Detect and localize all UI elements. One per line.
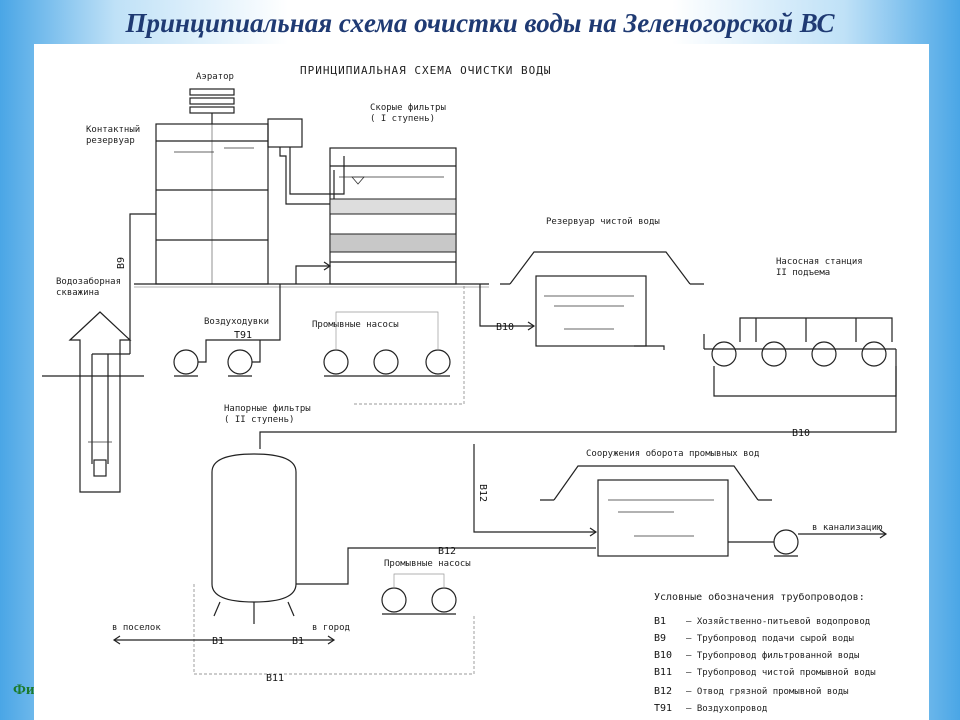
- pipe-b12-v-label: B12: [477, 484, 488, 502]
- pump-station-ii: [259, 317, 897, 449]
- pipe-b9: [129, 213, 156, 354]
- legend-text: – Воздухопровод: [686, 704, 767, 714]
- intake-well: [68, 311, 132, 493]
- legend-code: B12: [654, 686, 672, 697]
- wash-water-recycling: [540, 465, 774, 557]
- legend-code: T91: [654, 703, 672, 714]
- wash-pumps-top-label: Промывные насосы: [312, 320, 399, 330]
- pipe-b1-left-label: B1: [212, 636, 224, 647]
- to-settlement-label: в поселок: [112, 623, 161, 633]
- contact-reservoir: [155, 123, 269, 285]
- scheme-heading: ПРИНЦИПИАЛЬНАЯ СХЕМА ОЧИСТКИ ВОДЫ: [300, 64, 552, 77]
- pipe-b11-label: B11: [266, 673, 284, 684]
- pipe-b1-right-label: B1: [292, 636, 304, 647]
- sewer-pump: [773, 529, 888, 557]
- fast-filters-label-2: ( I ступень): [370, 114, 435, 124]
- wash-pumps-top: [323, 284, 465, 405]
- clean-water-reservoir-label: Резервуар чистой воды: [546, 217, 660, 227]
- blowers: [173, 284, 281, 377]
- pipe-b12-horizontal: [296, 547, 596, 585]
- wash-pumps-bottom-label: Промывные насосы: [384, 559, 471, 569]
- fast-filters: [329, 147, 457, 285]
- wash-recycling-label: Сооружения оборота промывных вод: [586, 448, 759, 459]
- legend-text: – Трубопровод подачи сырой воды: [686, 633, 854, 644]
- fast-filters-label-1: Скорые фильтры: [370, 103, 446, 113]
- legend-text: – Трубопровод чистой промывной воды: [686, 667, 876, 678]
- pipe-b10-b-label: B10: [792, 428, 810, 439]
- wash-pumps-bottom: [193, 573, 475, 675]
- scheme-scan: ПРИНЦИПИАЛЬНАЯ СХЕМА ОЧИСТКИ ВОДЫ Аэрато…: [34, 44, 929, 720]
- slide-title: Принципиальная схема очистки воды на Зел…: [125, 8, 835, 38]
- pipe-b10-a-label: B10: [496, 322, 514, 333]
- legend-text: – Трубопровод фильтрованной воды: [686, 650, 859, 661]
- legend: Условные обозначения трубопроводов: B1 –…: [654, 591, 876, 714]
- aerator-label: Аэратор: [196, 72, 234, 82]
- pipe-b10-a: [479, 284, 534, 327]
- water-treatment-scheme: ПРИНЦИПИАЛЬНАЯ СХЕМА ОЧИСТКИ ВОДЫ Аэрато…: [42, 64, 897, 714]
- clean-water-reservoir: [500, 251, 704, 350]
- footer-label: Фи: [13, 682, 35, 698]
- legend-title: Условные обозначения трубопроводов:: [654, 591, 865, 603]
- pipe-b12-vertical: [473, 444, 596, 533]
- legend-text: – Хозяйственно-питьевой водопровод: [686, 617, 870, 627]
- pump-station-label-1: Насосная станция: [776, 257, 863, 267]
- overflow-box: [267, 118, 303, 148]
- pressure-filters-label-2: ( II ступень): [224, 415, 294, 425]
- to-sewer-label: в канализацию: [812, 523, 883, 533]
- legend-code: B1: [654, 616, 666, 627]
- pump-station-label-2: II подъема: [776, 268, 830, 278]
- contact-reservoir-label-1: Контактный: [86, 125, 140, 135]
- legend-code: B9: [654, 633, 666, 644]
- legend-code: B10: [654, 650, 672, 661]
- pipe-b9-label: B9: [116, 257, 127, 269]
- blowers-label: Воздуходувки: [204, 317, 269, 327]
- legend-code: B11: [654, 667, 672, 678]
- contact-reservoir-label-2: резервуар: [86, 136, 135, 146]
- aerator: [189, 88, 235, 124]
- intake-well-label-2: скважина: [56, 288, 99, 298]
- intake-well-label-1: Водозаборная: [56, 276, 121, 287]
- pressure-filter-tank: [211, 453, 297, 624]
- legend-text: – Отвод грязной промывной воды: [686, 687, 849, 697]
- to-city-label: в город: [312, 623, 350, 633]
- pressure-filters-label-1: Напорные фильтры: [224, 404, 311, 414]
- pipe-to-fast-filters: [295, 265, 330, 284]
- pipe-t91-label: T91: [234, 330, 252, 341]
- pipe-b12-h-label: B12: [438, 546, 456, 557]
